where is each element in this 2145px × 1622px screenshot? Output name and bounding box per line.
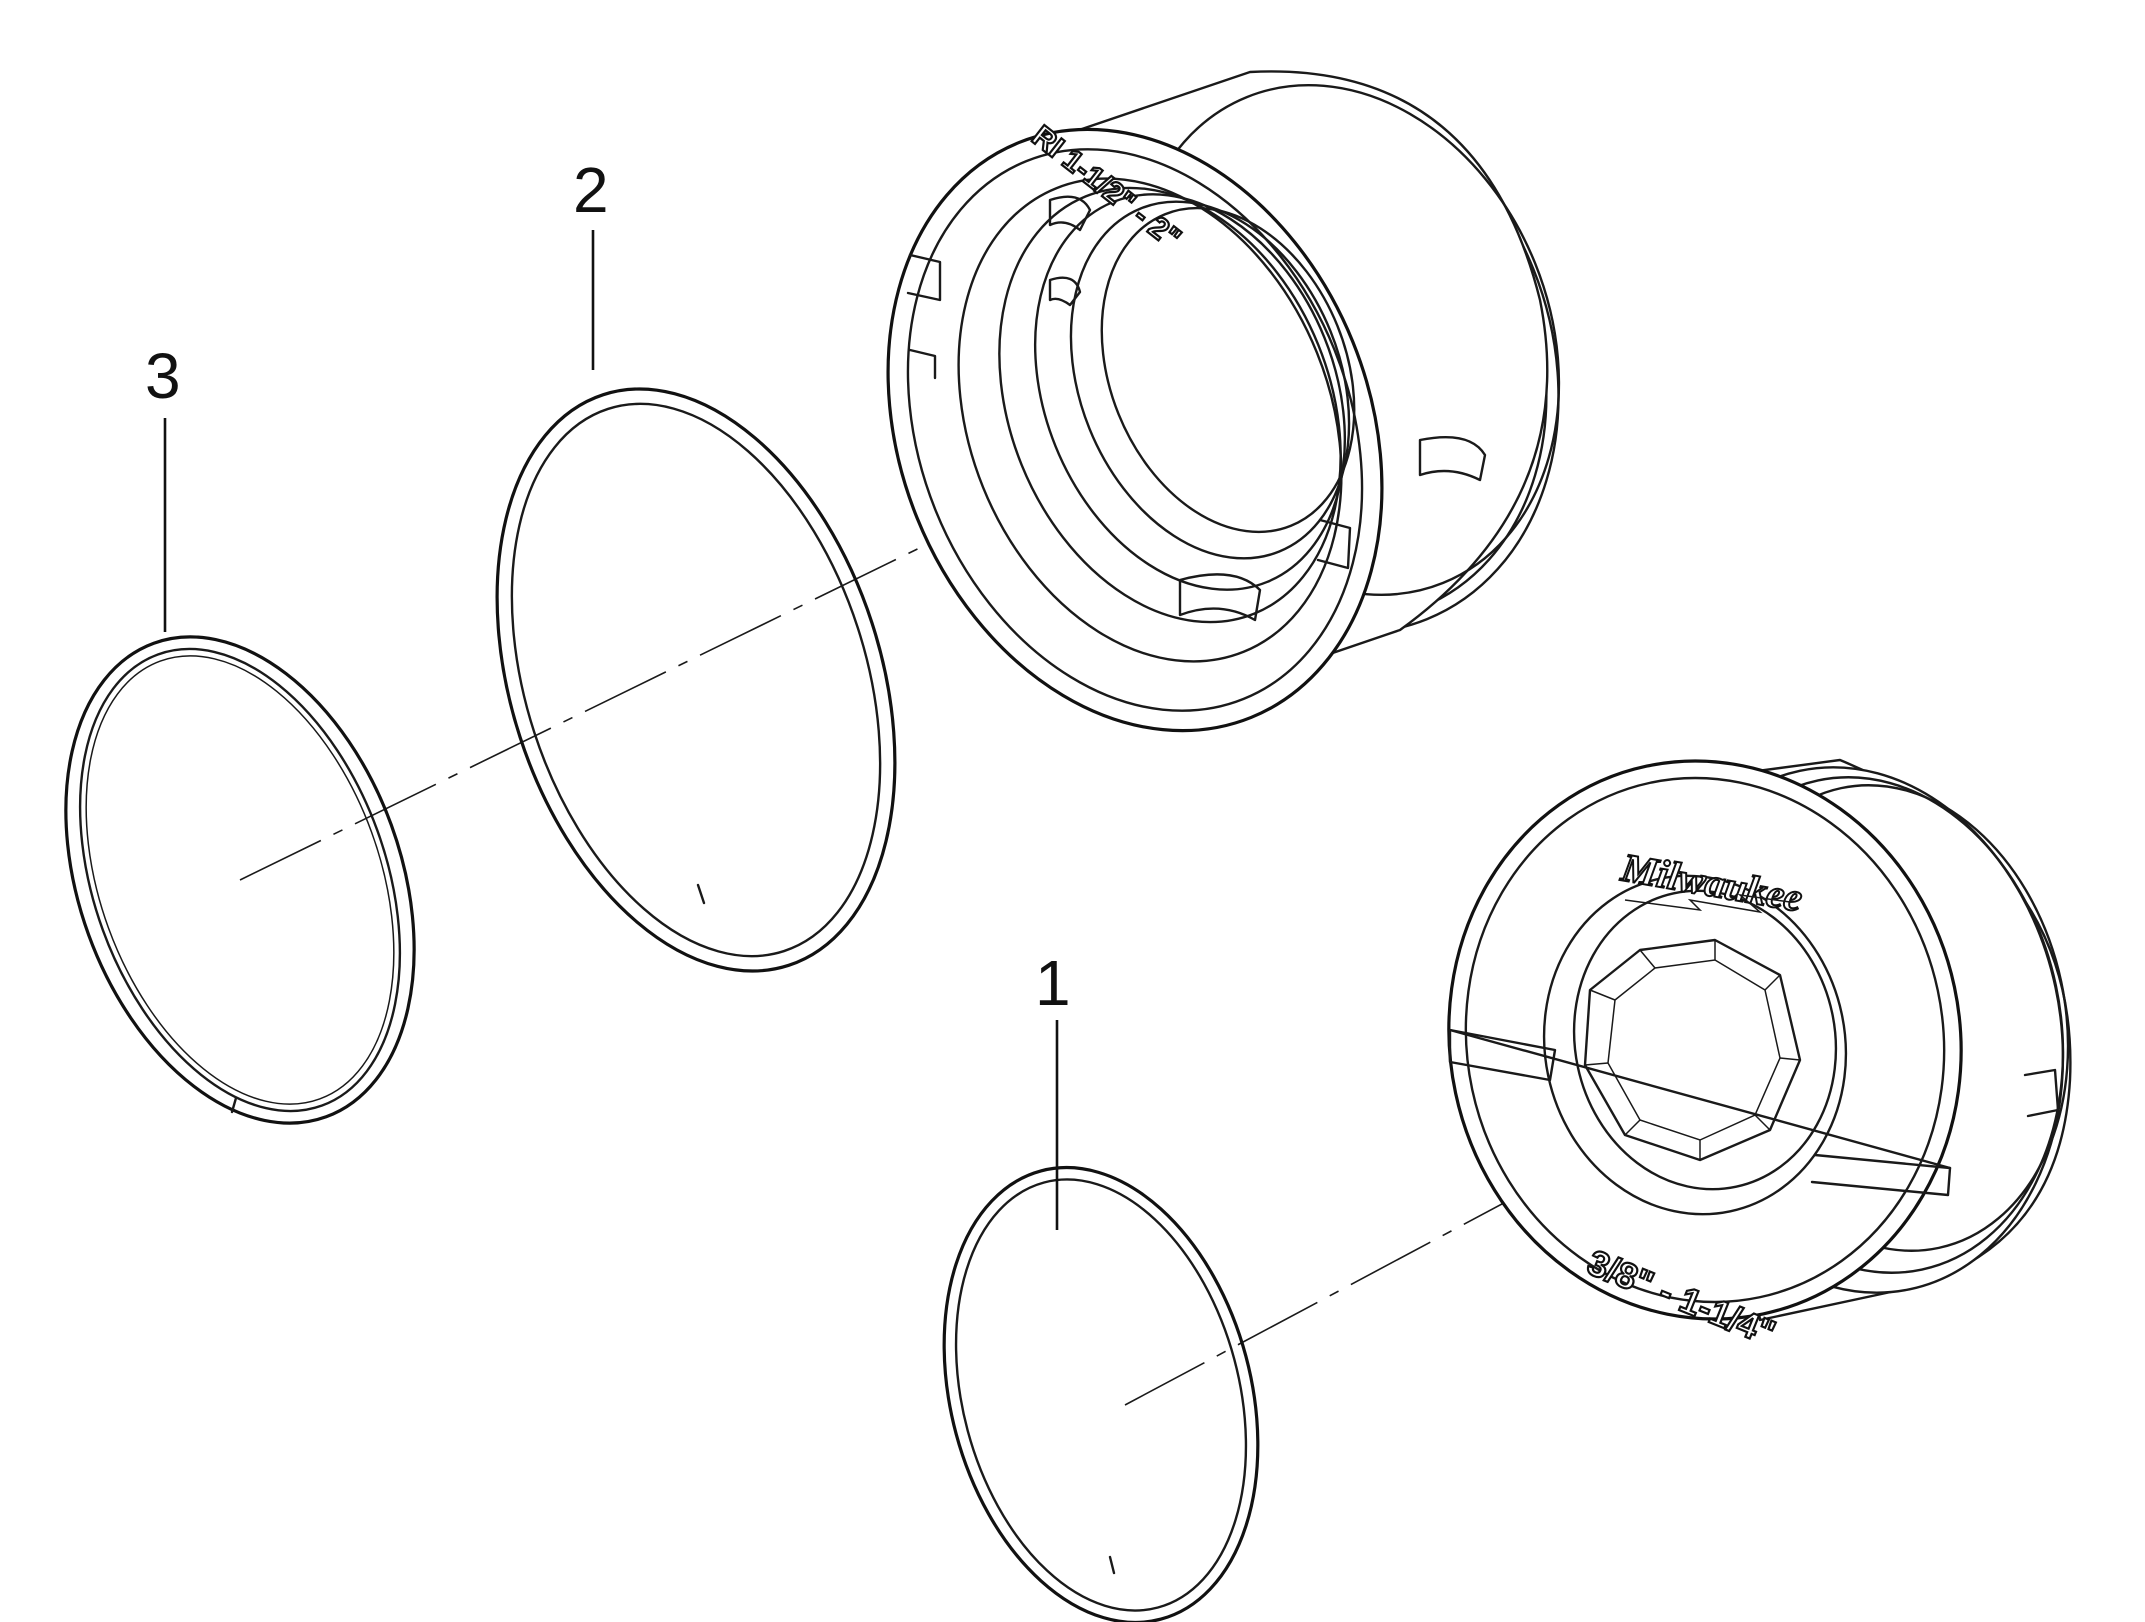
part-3-retaining-ring: [64, 635, 416, 1125]
callout-1-label: 1: [1035, 947, 1071, 1019]
callout-2-label: 2: [573, 154, 609, 226]
part-2-ring: [495, 387, 897, 973]
callout-1: 1: [1035, 947, 1071, 1230]
lower-die-assembly: Milwaukee 3/8" - 1-1/4": [1447, 758, 2072, 1355]
callout-2: 2: [573, 154, 609, 370]
part-1-ring: [942, 1165, 1260, 1622]
lightning-bolt-icon: [1624, 893, 1791, 914]
upper-die-assembly: RI 1-1/2" - 2": [886, 70, 1561, 733]
callout-3: 3: [145, 340, 181, 632]
callout-3-label: 3: [145, 340, 181, 412]
